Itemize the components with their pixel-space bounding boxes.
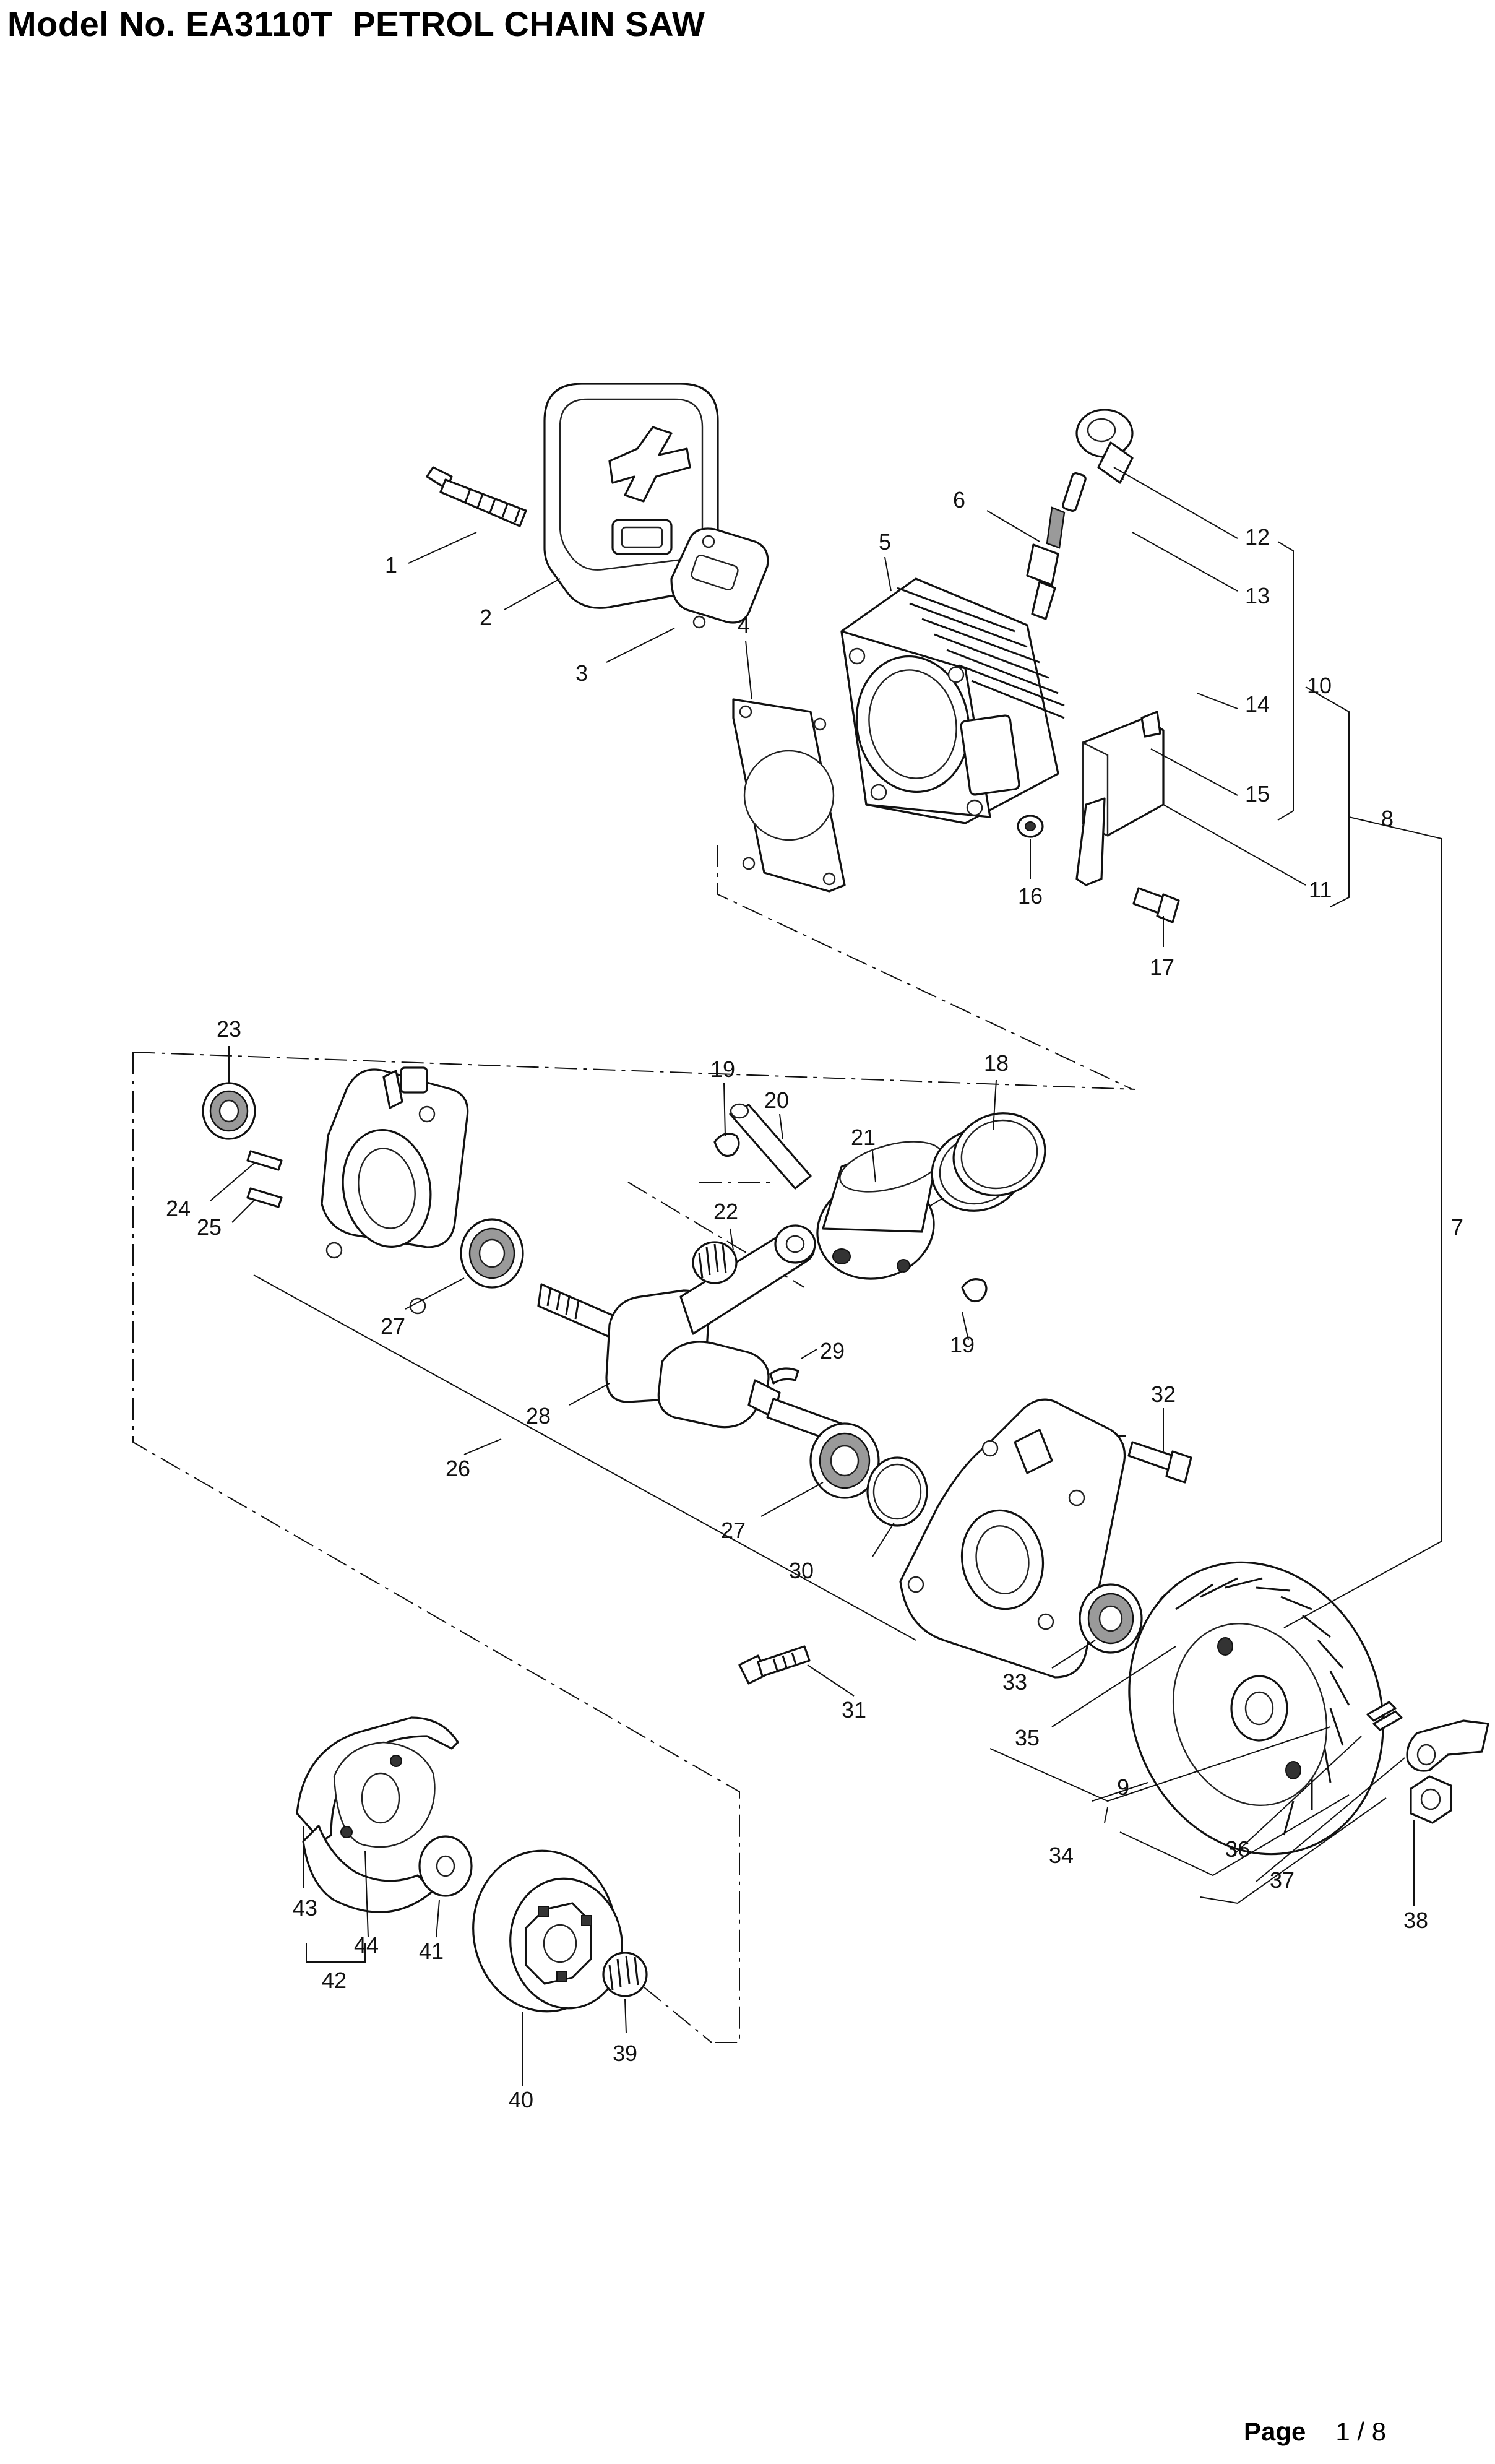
- callout-33: 33: [1002, 1669, 1027, 1695]
- callout-41: 41: [419, 1939, 444, 1964]
- callout-6: 6: [953, 487, 965, 512]
- callout-4: 4: [738, 612, 750, 638]
- part-1-bolt: [426, 466, 527, 527]
- part-39-needle-bearing: [602, 1952, 648, 1997]
- callout-9: 9: [1117, 1775, 1129, 1800]
- part-24-pin: [246, 1150, 283, 1171]
- part-25-pin: [246, 1187, 283, 1208]
- part-36-spring: [1366, 1701, 1403, 1731]
- callout-42: 42: [322, 1968, 347, 1993]
- callout-22: 22: [713, 1199, 738, 1224]
- part-4-cylinder-gasket: [732, 698, 846, 893]
- part-22-needle-bearing: [692, 1241, 738, 1284]
- callout-17: 17: [1150, 954, 1174, 980]
- part-12-plug-cap: [1075, 409, 1134, 484]
- part-29-key: [769, 1367, 799, 1385]
- callout-25: 25: [197, 1214, 222, 1240]
- callout-27-right: 27: [721, 1518, 746, 1543]
- part-28-crankshaft: [537, 1224, 843, 1443]
- callout-27-left: 27: [381, 1313, 405, 1339]
- part-27-bearing-left: [460, 1218, 524, 1289]
- callout-39: 39: [613, 2041, 637, 2066]
- callout-21: 21: [851, 1125, 876, 1150]
- part-41-washer: [418, 1835, 473, 1897]
- callout-35: 35: [1015, 1725, 1040, 1750]
- page-footer: Page 1 / 8: [1244, 2417, 1386, 2447]
- part-2-muffler: [543, 383, 719, 609]
- callout-34: 34: [1049, 1843, 1074, 1868]
- part-20-piston-pin: [729, 1103, 812, 1190]
- part-40-clutch-drum: [472, 1849, 623, 2013]
- part-26-crankcase-left: [321, 1066, 469, 1315]
- callout-11: 11: [1309, 877, 1332, 902]
- callout-19-top: 19: [710, 1057, 735, 1082]
- part-9-flywheel: [1128, 1561, 1384, 1856]
- callout-30: 30: [789, 1558, 814, 1583]
- part-38-nut: [1410, 1775, 1452, 1824]
- part-18-piston-rings: [931, 1112, 1046, 1212]
- part-19-circlip-bottom: [961, 1278, 988, 1303]
- callout-20: 20: [764, 1087, 789, 1113]
- callout-14: 14: [1245, 691, 1270, 717]
- callout-38: 38: [1403, 1908, 1428, 1933]
- callout-31: 31: [842, 1697, 866, 1723]
- callout-7: 7: [1451, 1214, 1463, 1240]
- part-21-piston: [816, 1141, 943, 1280]
- callout-44: 44: [354, 1932, 379, 1958]
- part-37-pawl: [1406, 1719, 1489, 1772]
- callout-12: 12: [1245, 524, 1270, 550]
- callout-18: 18: [984, 1050, 1009, 1076]
- callout-32: 32: [1151, 1381, 1176, 1407]
- part-32-bolt: [1127, 1441, 1192, 1484]
- part-14-ignition-lead: [1121, 478, 1215, 729]
- callout-23: 23: [217, 1016, 241, 1042]
- part-19-circlip-top: [713, 1133, 740, 1157]
- page-number: 1 / 8: [1335, 2417, 1387, 2446]
- part-27-bearing-right: [809, 1422, 880, 1499]
- part-30-snap-ring: [866, 1456, 928, 1527]
- page-label: Page: [1244, 2417, 1306, 2446]
- callout-16: 16: [1018, 883, 1043, 909]
- callout-37: 37: [1270, 1867, 1295, 1893]
- callout-26: 26: [446, 1456, 470, 1481]
- callout-8: 8: [1381, 806, 1394, 831]
- callout-36: 36: [1225, 1836, 1250, 1862]
- page-title: Model No. EA3110T PETROL CHAIN SAW: [7, 4, 705, 43]
- callout-40: 40: [509, 2087, 533, 2112]
- callout-13: 13: [1245, 583, 1270, 608]
- callout-43: 43: [293, 1895, 317, 1921]
- callout-5: 5: [879, 529, 891, 555]
- part-11-ignition-coil: [1075, 711, 1165, 886]
- leader-lines: [210, 467, 1442, 2086]
- part-crankcase-right: [899, 1398, 1126, 1679]
- part-43-clutch-shoe: [296, 1716, 459, 1913]
- callout-15: 15: [1245, 781, 1270, 806]
- part-16-washer: [1017, 815, 1044, 838]
- callout-2: 2: [480, 605, 492, 630]
- part-31-bolt: [738, 1645, 811, 1685]
- callout-24: 24: [166, 1196, 191, 1221]
- part-23-oil-seal: [202, 1082, 256, 1140]
- part-6-spark-plug: [1026, 472, 1087, 620]
- callout-28: 28: [526, 1403, 551, 1429]
- callout-3: 3: [575, 660, 588, 686]
- callout-29: 29: [820, 1338, 845, 1364]
- part-33-oil-seal: [1079, 1583, 1143, 1654]
- callout-labels: 1 2 3 4 5 6 12 13 10 14 15 8 11 16 17 23…: [166, 487, 1463, 2112]
- callout-1: 1: [385, 552, 397, 577]
- callout-10: 10: [1307, 673, 1332, 698]
- part-17-screw: [1132, 887, 1180, 923]
- part-3-gasket: [670, 527, 769, 629]
- callout-19-bottom: 19: [950, 1332, 975, 1357]
- part-5-cylinder: [840, 577, 1065, 824]
